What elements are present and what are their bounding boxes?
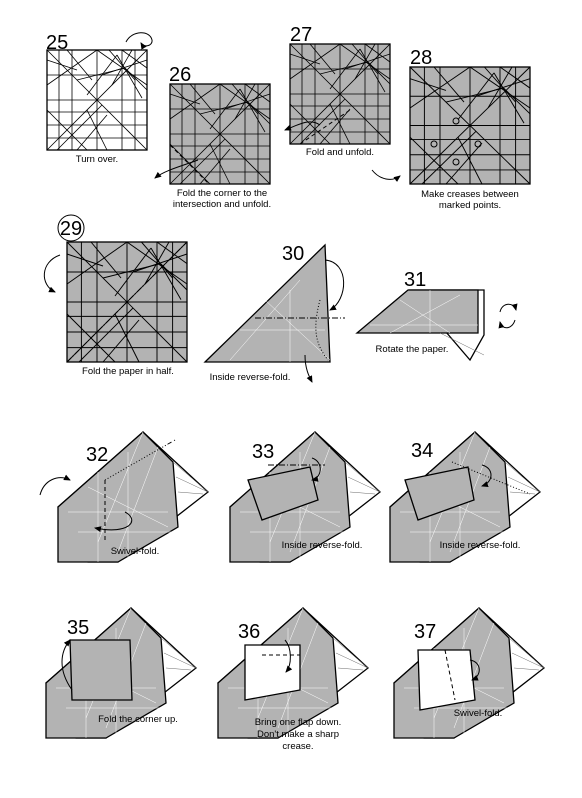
step-number: 35 xyxy=(67,617,89,639)
step-number: 34 xyxy=(411,440,433,462)
crease-pattern xyxy=(46,49,148,151)
step-37: 37 Swivel-fold. xyxy=(393,607,545,739)
step-number: 28 xyxy=(410,47,432,69)
step-29: 29 Fold the paper in half. xyxy=(43,214,188,377)
step-27: 27 Fold and unfold. xyxy=(284,24,391,158)
fold-arrow-icon xyxy=(154,159,199,179)
step-caption: Make creases between xyxy=(421,189,519,200)
step-number: 31 xyxy=(404,269,426,291)
step-35: 35 Fold the corner up. xyxy=(45,607,197,739)
crease-pattern xyxy=(169,83,271,185)
step-caption: marked points. xyxy=(439,200,501,211)
turn-over-icon xyxy=(125,32,153,50)
step-caption: Inside reverse-fold. xyxy=(440,540,521,551)
step-number: 37 xyxy=(414,621,436,643)
step-caption: Fold and unfold. xyxy=(306,147,374,158)
rotate-icon xyxy=(498,303,518,329)
fold-arrow-icon xyxy=(284,121,321,131)
step-caption: Don't make a sharp xyxy=(257,729,339,740)
step-number: 29 xyxy=(60,218,82,240)
step-number: 36 xyxy=(238,621,260,643)
fold-arrow-icon xyxy=(371,169,401,182)
step-number: 33 xyxy=(252,441,274,463)
step-caption: intersection and unfold. xyxy=(173,199,271,210)
step-caption: Fold the corner to the xyxy=(177,188,267,199)
step-26: 26 Fold the corner to the intersection a… xyxy=(154,64,271,210)
fold-arrow-icon xyxy=(39,474,71,496)
step-caption: Swivel-fold. xyxy=(454,708,503,719)
step-number: 27 xyxy=(290,24,312,46)
step-number: 32 xyxy=(86,444,108,466)
step-34: 34 Inside reverse-fold. xyxy=(389,431,541,563)
folded-triangle xyxy=(203,243,331,363)
step-28: 28 Make creases between marked points. xyxy=(371,47,531,211)
crease-pattern xyxy=(289,43,391,145)
step-caption: Fold the corner up. xyxy=(98,714,178,725)
step-32: 32 Swivel-fold. xyxy=(39,431,209,563)
step-number: 30 xyxy=(282,243,304,265)
step-caption: crease. xyxy=(282,741,313,752)
fold-arrow-icon xyxy=(304,259,345,383)
crease-pattern xyxy=(409,66,531,185)
step-caption: Inside reverse-fold. xyxy=(210,372,291,383)
step-number: 26 xyxy=(169,64,191,86)
step-30: 30 Inside reverse-fold. xyxy=(203,243,345,383)
step-caption: Swivel-fold. xyxy=(111,546,160,557)
step-caption: Rotate the paper. xyxy=(376,344,449,355)
step-caption: Fold the paper in half. xyxy=(82,366,174,377)
step-caption: Turn over. xyxy=(76,154,118,165)
step-25: 25 Turn over. xyxy=(46,32,153,165)
swivel-arrow-icon xyxy=(94,511,133,533)
step-31: 31 Rotate the paper. xyxy=(355,269,518,362)
step-33: 33 Inside reverse-fold. xyxy=(229,431,381,563)
step-36: 36 Bring one flap down. Don't make a sha… xyxy=(217,607,369,752)
step-caption: Bring one flap down. xyxy=(255,717,342,728)
step-number: 25 xyxy=(46,32,68,54)
step-caption: Inside reverse-fold. xyxy=(282,540,363,551)
fold-arrow-icon xyxy=(43,254,61,293)
